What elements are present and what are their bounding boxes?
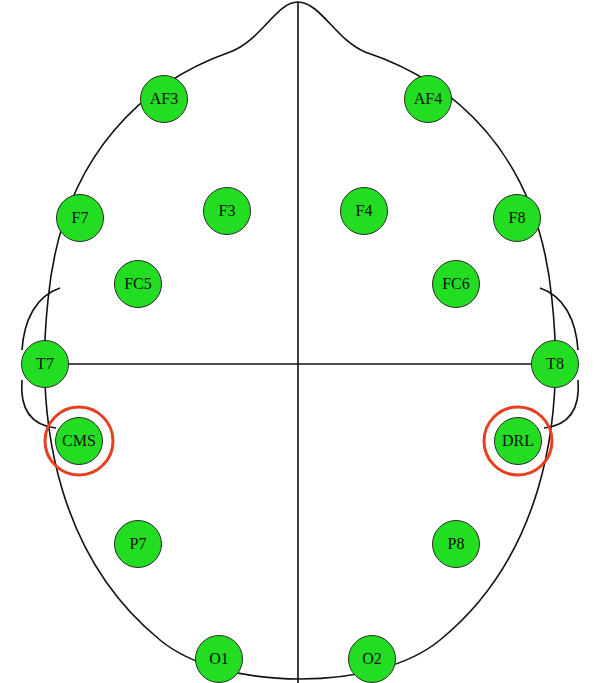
electrode-site: F8 [493,194,541,242]
electrode-site: F3 [203,187,251,235]
electrode-label: O2 [362,650,382,668]
electrode-label: T7 [36,355,54,373]
electrode-label: T8 [546,355,564,373]
electrode-label: F3 [219,202,236,220]
electrode-label: AF3 [150,90,178,108]
head-contour [45,52,556,679]
electrode-label: P7 [130,535,147,553]
ear-line [66,363,534,365]
electrode-site: O2 [348,635,396,683]
electrode-site: DRL [494,417,542,465]
electrode-site: T7 [21,340,69,388]
electrode-site: T8 [531,340,579,388]
reference-ring [484,407,552,475]
electrode-label: P8 [448,535,465,553]
electrode-site: CMS [55,417,103,465]
electrode-site: FC5 [114,260,162,308]
electrode-label: FC5 [124,275,152,293]
midline [297,2,299,683]
electrode-label: FC6 [442,275,470,293]
electrode-site: AF4 [404,75,452,123]
electrode-label: AF4 [414,90,442,108]
electrode-site: O1 [195,635,243,683]
electrode-site: F4 [340,187,388,235]
electrode-site: P8 [432,520,480,568]
electrode-label: CMS [62,432,96,450]
electrode-label: O1 [209,650,229,668]
electrode-site: AF3 [140,75,188,123]
electrode-site: P7 [114,520,162,568]
reference-ring [45,407,113,475]
electrode-label: F8 [509,209,526,227]
electrode-label: DRL [502,432,534,450]
electrode-site: FC6 [432,260,480,308]
electrode-label: F7 [72,209,89,227]
electrode-label: F4 [356,202,373,220]
electrode-site: F7 [56,194,104,242]
